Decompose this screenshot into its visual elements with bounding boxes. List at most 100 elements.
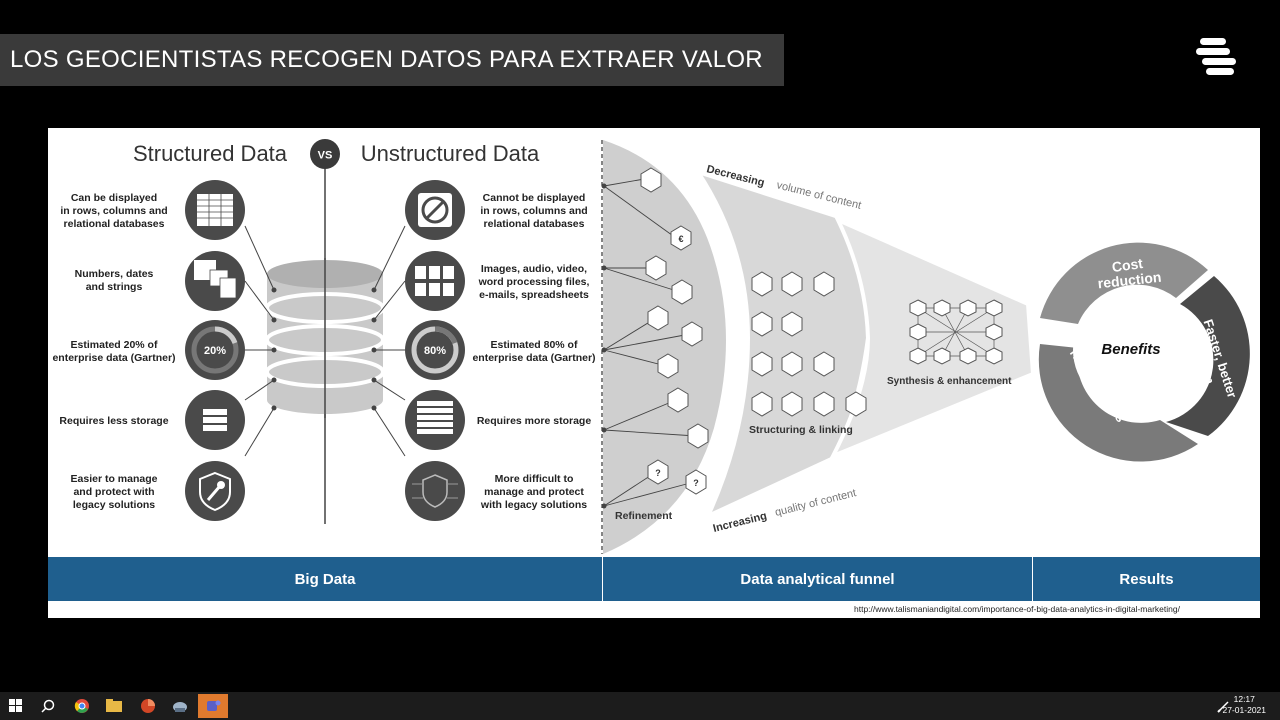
pct-80-label: 80%: [424, 345, 446, 357]
strings-note-icon: [185, 251, 245, 311]
data-funnel-label: Data analytical funnel: [740, 570, 895, 588]
unstructured-item-5-line-2: manage and protect: [484, 486, 584, 498]
cost-label: Cost: [1111, 255, 1144, 275]
slide-title-bar: LOS GEOCIENTISTAS RECOGEN DATOS PARA EXT…: [0, 34, 784, 86]
band-separator: [602, 557, 603, 601]
structured-item-1-line-2: in rows, columns and: [60, 205, 167, 217]
clock-date: 27-01-2021: [1222, 705, 1266, 715]
unstructured-item-5-line-3: with legacy solutions: [480, 499, 587, 511]
pie-20-icon: 20%: [185, 320, 245, 380]
section-band: Big Data Data analytical funnel Results: [48, 557, 1260, 601]
cost-reduction-segment: [1040, 242, 1208, 324]
funnel-stage-synthesis: [828, 215, 1036, 460]
unstructured-item-2-line-2: word processing files,: [478, 276, 590, 288]
teams-icon: [207, 700, 221, 711]
trend-chart-icon: [657, 353, 679, 379]
unstructured-item-5-line-1: More difficult to: [495, 473, 574, 485]
structured-item-1-line-1: Can be displayed: [71, 192, 157, 204]
increasing-label: Increasing: [712, 510, 768, 535]
unstructured-item-1-line-2: in rows, columns and: [480, 205, 587, 217]
powerpoint-taskbar-button[interactable]: [134, 694, 162, 718]
funnel-stage-refinement: [603, 140, 726, 554]
synthesis-label: Synthesis & enhancement: [887, 376, 1012, 387]
unstructured-item-2-line-3: e-mails, spreadsheets: [479, 289, 589, 301]
structured-item-2-line-1: Numbers, dates: [75, 268, 154, 280]
source-url: http://www.talismaniandigital.com/import…: [854, 604, 1180, 614]
structured-item-3-line-2: enterprise data (Gartner): [52, 352, 175, 364]
windows-icon: [9, 699, 22, 712]
benefits-label: Benefits: [1101, 341, 1160, 358]
reduction-label: reduction: [1097, 269, 1162, 292]
svg-text:?: ?: [693, 478, 699, 488]
cloud-app-icon: [173, 702, 187, 712]
big-data-label: Big Data: [294, 570, 356, 588]
structuring-icons: [751, 271, 867, 417]
unstructured-item-1-line-1: Cannot be displayed: [483, 192, 586, 204]
circuit-shield-icon: [405, 461, 465, 521]
company-logo: [1196, 38, 1236, 75]
benefits-ring: Benefits Cost reduction Faster, better d…: [1038, 242, 1250, 462]
thermometer-icon: [671, 279, 693, 305]
structured-item-5-line-3: legacy solutions: [73, 499, 155, 511]
unstructured-item-1-line-3: relational databases: [484, 218, 585, 230]
band-separator: [1032, 557, 1033, 601]
refinement-label: Refinement: [615, 510, 673, 522]
search-icon: [41, 699, 55, 713]
structured-item-3-line-1: Estimated 20% of: [71, 339, 158, 351]
structured-item-1-line-3: relational databases: [64, 218, 165, 230]
bank-icon: [667, 387, 689, 413]
calendar-icon-2: [687, 423, 709, 449]
folder-icon: [106, 699, 122, 712]
large-storage-icon: [405, 390, 465, 450]
infographic-canvas: VS Structured Data Unstructured Data: [52, 139, 1250, 554]
refinement-connectors: [603, 177, 697, 507]
chrome-icon: [74, 699, 89, 713]
unstructured-item-4-line-1: Requires more storage: [477, 415, 592, 427]
small-storage-icon: [185, 390, 245, 450]
svg-text:?: ?: [655, 468, 661, 478]
powerpoint-icon: [141, 699, 155, 713]
shield-wrench-icon: [185, 461, 245, 521]
structured-item-5-line-2: and protect with: [73, 486, 154, 498]
unstructured-item-2-line-1: Images, audio, video,: [481, 263, 587, 275]
faster-decision-segment: [1166, 276, 1250, 436]
pie-80-icon: 80%: [405, 320, 465, 380]
layers-icon: [647, 305, 669, 331]
question-icon-2: [685, 469, 707, 495]
search-button[interactable]: [34, 694, 62, 718]
chrome-taskbar-button[interactable]: [68, 694, 96, 718]
teams-taskbar-button[interactable]: [198, 694, 228, 718]
euro-icon: [670, 225, 692, 251]
infographic-slide: VS Structured Data Unstructured Data: [48, 128, 1260, 618]
pct-20-label: 20%: [204, 345, 226, 357]
structured-data-heading: Structured Data: [133, 141, 288, 166]
app-taskbar-button[interactable]: [166, 694, 194, 718]
calendar-icon: [640, 167, 662, 193]
no-table-icon: [405, 180, 465, 240]
structured-connectors: [244, 225, 406, 457]
pen-tray-button[interactable]: [1210, 694, 1238, 718]
file-explorer-taskbar-button[interactable]: [100, 694, 128, 718]
unstructured-item-3-line-1: Estimated 80% of: [491, 339, 578, 351]
pulse-icon: [645, 255, 667, 281]
unstructured-item-3-line-2: enterprise data (Gartner): [472, 352, 595, 364]
table-grid-icon: [185, 180, 245, 240]
structured-item-2-line-2: and strings: [86, 281, 143, 293]
system-clock[interactable]: 12:17 27-01-2021: [1223, 694, 1266, 716]
results-label: Results: [1119, 570, 1174, 588]
slide-title: LOS GEOCIENTISTAS RECOGEN DATOS PARA EXT…: [10, 46, 763, 73]
database-cylinder-icon: [265, 258, 385, 418]
start-button[interactable]: [2, 694, 30, 718]
svg-text:€: €: [678, 234, 683, 244]
quality-label: quality of content: [774, 487, 858, 519]
question-icon: [647, 459, 669, 485]
clock-time: 12:17: [1233, 694, 1255, 704]
pen-icon: [1217, 701, 1229, 713]
structured-item-4-line-1: Requires less storage: [59, 415, 168, 427]
vs-label: VS: [318, 150, 333, 162]
structuring-label: Structuring & linking: [749, 424, 853, 436]
structured-item-5-line-1: Easier to manage: [71, 473, 158, 485]
user-icon: [681, 321, 703, 347]
unstructured-data-heading: Unstructured Data: [361, 141, 540, 166]
media-files-icon: [405, 251, 465, 311]
